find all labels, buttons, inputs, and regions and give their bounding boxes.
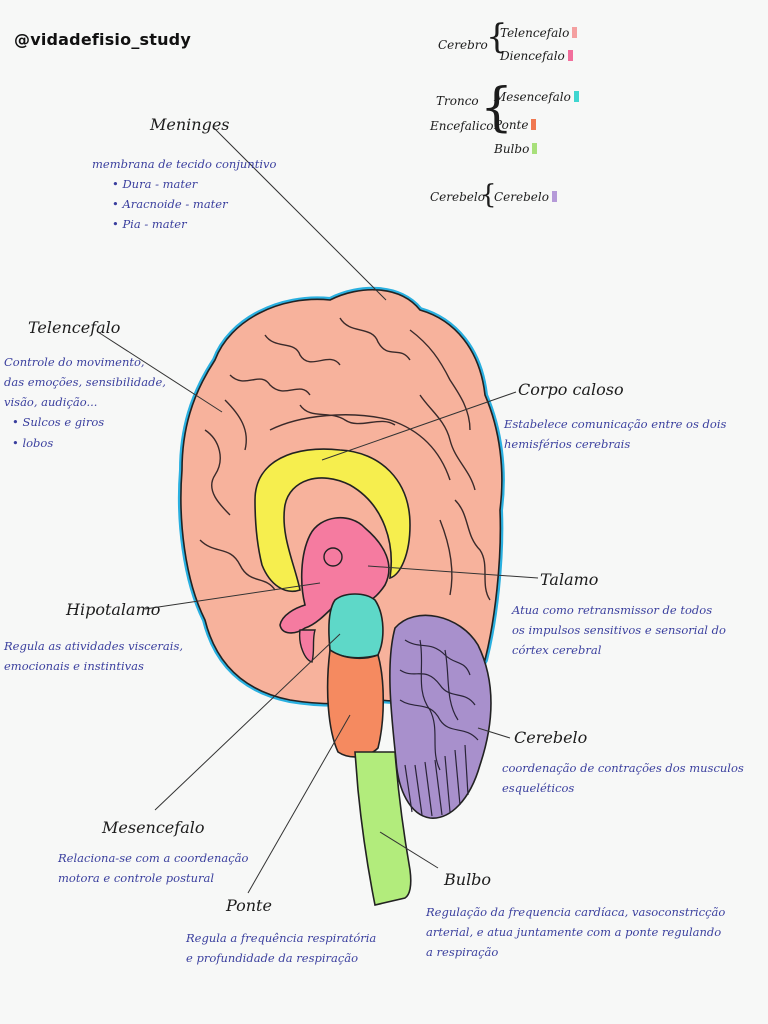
label-corpo-caloso-notes: Estabelece comunicação entre os dois hem… <box>504 417 727 452</box>
legend-item-ponte: Ponte <box>494 118 537 132</box>
telencefalo-region <box>180 288 503 705</box>
label-cerebelo-title: Cerebelo <box>514 728 588 747</box>
legend-brace: { <box>480 78 514 138</box>
swatch-cerebelo <box>551 191 557 202</box>
ponte-region <box>326 648 385 758</box>
swatch-mesencefalo <box>573 91 579 102</box>
legend-item-diencefalo: Diencefalo <box>500 49 573 63</box>
label-meninges-notes: membrana de tecido conjuntivo • Dura - m… <box>92 157 277 232</box>
legend-item-bulbo: Bulbo <box>494 142 538 156</box>
legend-group-tronco-name-1: Tronco <box>436 94 479 108</box>
label-talamo-title: Talamo <box>540 570 599 589</box>
label-meninges-title: Meninges <box>150 115 230 134</box>
label-corpo-caloso-title: Corpo caloso <box>518 380 624 399</box>
legend: Cerebro { Telencefalo Diencefalo Tronco … <box>430 17 596 222</box>
label-mesencefalo-notes: Relaciona-se com a coordenação motora e … <box>58 851 249 886</box>
cerebelo-folia <box>399 639 479 817</box>
watermark-handle: @vidadefisio_study <box>14 30 191 49</box>
label-telencefalo-title: Telencefalo <box>28 318 121 337</box>
legend-item-telencefalo: Telencefalo <box>500 26 578 40</box>
label-talamo-notes: Atua como retransmissor de todos os impu… <box>512 603 726 658</box>
legend-item-cerebelo: Cerebelo <box>494 190 557 204</box>
legend-group-cerebelo-name: Cerebelo <box>430 190 485 204</box>
label-ponte-title: Ponte <box>226 896 272 915</box>
bulbo-region <box>354 751 412 906</box>
label-telencefalo-notes: Controle do movimento, das emoções, sens… <box>4 355 166 450</box>
label-mesencefalo-title: Mesencefalo <box>102 818 205 837</box>
legend-group-cerebro-name: Cerebro <box>438 38 488 52</box>
corpo-caloso-region <box>254 448 411 592</box>
legend-item-mesencefalo: Mesencefalo <box>494 90 579 104</box>
swatch-diencefalo <box>567 50 573 61</box>
gyri-lines <box>199 317 491 601</box>
label-cerebelo-notes: coordenação de contrações dos musculos e… <box>502 761 744 796</box>
swatch-bulbo <box>532 143 538 154</box>
label-ponte-notes: Regula a frequência respiratória e profu… <box>186 931 377 966</box>
cerebelo-region <box>389 614 492 819</box>
label-bulbo-notes: Regulação da frequencia cardíaca, vasoco… <box>426 905 726 960</box>
leader-lines <box>97 126 539 894</box>
legend-brace: { <box>480 180 497 210</box>
legend-group-tronco-name-2: Encefalico <box>430 119 494 133</box>
legend-brace: { <box>486 17 508 57</box>
mesencefalo-region <box>328 593 384 659</box>
swatch-ponte <box>531 119 537 130</box>
label-hipotalamo-title: Hipotalamo <box>66 600 161 619</box>
label-bulbo-title: Bulbo <box>444 870 492 889</box>
label-hipotalamo-notes: Regula as atividades viscerais, emociona… <box>4 639 184 674</box>
swatch-telencefalo <box>572 27 578 38</box>
